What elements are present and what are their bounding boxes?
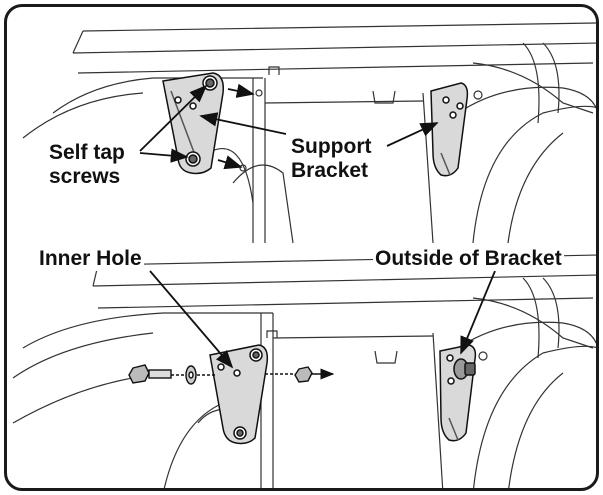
support-bracket-right [430, 82, 469, 177]
top-panel-vehicle-frame [22, 22, 596, 244]
bottom-panel-vehicle-frame [12, 254, 596, 488]
inner-hole-label: Inner Hole [37, 247, 144, 271]
diagram-frame: Self tap screws Support Bracket Inner Ho… [4, 4, 599, 491]
inner-hole-bracket [209, 344, 269, 445]
outside-bracket [439, 344, 477, 442]
support-bracket-left [162, 72, 225, 175]
support-bracket-label: Support Bracket [289, 135, 374, 183]
diagram-illustration [12, 22, 596, 488]
self-tap-screws-label: Self tap screws [47, 141, 127, 189]
outside-of-bracket-label: Outside of Bracket [373, 247, 564, 271]
bolt-assembly [128, 364, 335, 385]
bottom-arrows [149, 270, 496, 369]
top-arrows [139, 83, 439, 170]
